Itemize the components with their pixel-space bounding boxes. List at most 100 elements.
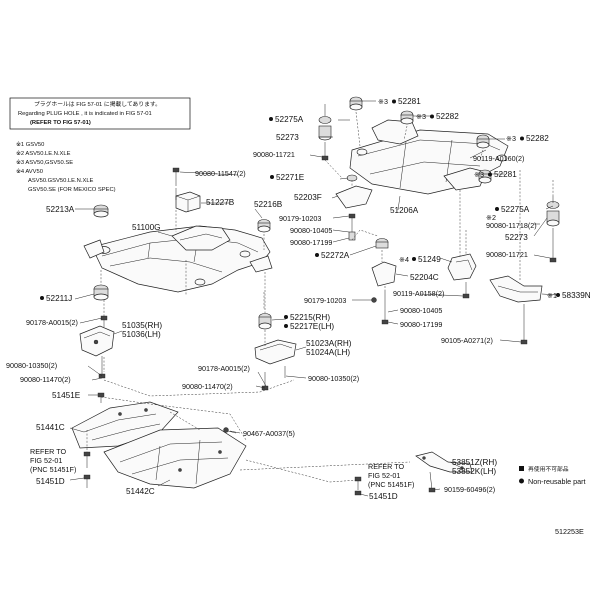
label-90080-11721-right[interactable]: 90080-11721 [486, 250, 528, 259]
label-51036[interactable]: 51036(LH) [122, 330, 161, 339]
nonreuse-dot [284, 324, 288, 328]
label-52273-right[interactable]: 52273 [505, 233, 528, 242]
label-90080-10405-b[interactable]: 90080-10405 [400, 306, 442, 315]
label-90178-a0015-right[interactable]: 90178-A0015(2) [198, 364, 250, 373]
label-52204c[interactable]: 52204C [410, 273, 439, 282]
label-52275a-left[interactable]: 52275A [275, 115, 304, 124]
under-cover-51441c [71, 401, 179, 449]
label-90179-10203-b[interactable]: 90179-10203 [304, 296, 346, 305]
refer-left-2: FIG 52-01 [30, 456, 62, 465]
variant-3: ※3 ASV50,GSV50.SE [16, 159, 73, 166]
label-90178-a0015-left[interactable]: 90178-A0015(2) [26, 318, 78, 327]
label-90080-11470-left[interactable]: 90080-11470(2) [20, 375, 71, 384]
rear-cushions-top [318, 96, 414, 161]
label-leaders [69, 100, 561, 497]
label-51227b[interactable]: 51227B [206, 198, 235, 207]
nonreuse-dot [556, 293, 560, 297]
label-90080-10350-right[interactable]: 90080-10350(2) [308, 374, 359, 383]
label-51451d-left[interactable]: 51451D [36, 477, 65, 486]
label-52217e[interactable]: 52217E(LH) [290, 322, 334, 331]
label-52203f[interactable]: 52203F [294, 193, 322, 202]
label-58339n[interactable]: 58339N [562, 291, 591, 300]
label-90080-10350-left[interactable]: 90080-10350(2) [6, 361, 57, 370]
label-52213a[interactable]: 52213A [46, 205, 75, 214]
dashed-leaders [86, 111, 554, 483]
label-51249[interactable]: 51249 [418, 255, 441, 264]
clip-right-group [354, 476, 362, 496]
label-52275a-right[interactable]: 52275A [501, 205, 530, 214]
block-51249 [447, 253, 477, 299]
label-90179-10203-a[interactable]: 90179-10203 [279, 214, 321, 223]
nonreuse-dot [520, 136, 524, 141]
label-51206a[interactable]: 51206A [390, 206, 419, 215]
label-51100g[interactable]: 51100G [132, 223, 161, 232]
label-52273-left[interactable]: 52273 [276, 133, 299, 142]
label-51024a[interactable]: 51024A(LH) [306, 348, 350, 357]
note-refer: (REFER TO FIG 57-01) [30, 120, 91, 126]
label-90119-a0158[interactable]: 90119-A0158(2) [393, 289, 444, 298]
under-cover-51442c [103, 427, 247, 489]
label-52211j[interactable]: 52211J [46, 294, 72, 303]
label-90080-11547[interactable]: 90080-11547(2) [195, 169, 246, 178]
rear-crossmember-drawing [349, 119, 509, 195]
cushion-52216b [257, 219, 271, 250]
nonreuse-dot [40, 296, 44, 300]
cushion-52215 [258, 272, 272, 330]
refer-right-2: FIG 52-01 [368, 471, 400, 480]
label-90080-10405-a[interactable]: 90080-10405 [290, 226, 332, 235]
label-90080-11470-right[interactable]: 90080-11470(2) [182, 382, 233, 391]
label-51451d-right[interactable]: 51451D [369, 492, 398, 501]
bracket-51023a [254, 339, 297, 391]
nonreuse-dot [412, 257, 416, 261]
label-90467-a0037[interactable]: 90467-A0037(5) [243, 429, 295, 438]
label-51442c[interactable]: 51442C [126, 487, 155, 496]
label-90159-60496[interactable]: 90159-60496(2) [444, 485, 495, 494]
label-52282-top[interactable]: 52282 [436, 112, 459, 121]
rear-cushion-52204c [371, 238, 397, 325]
mark3-c: ※3 [506, 134, 516, 143]
label-52282-right[interactable]: 52282 [526, 134, 549, 143]
label-52216b[interactable]: 52216B [254, 200, 283, 209]
label-90080-11721-left[interactable]: 90080-11721 [253, 150, 295, 159]
label-51441c[interactable]: 51441C [36, 423, 65, 432]
front-subframe-drawing [83, 225, 273, 293]
variant-4-line2: ASV50.GSV50.LE.N.XLE [28, 178, 94, 184]
clip-90467 [223, 427, 237, 434]
plug-hole-note: プラグホールは FIG 57-01 に掲載してあります。 Regarding P… [9, 97, 191, 130]
label-53852k[interactable]: 53852K(LH) [452, 467, 496, 476]
mark1: ※1 [547, 291, 557, 300]
bracket-53851z [415, 451, 473, 493]
mark3-a: ※3 [378, 97, 388, 106]
label-52281-right[interactable]: 52281 [494, 170, 517, 179]
label-51035[interactable]: 51035(RH) [122, 321, 162, 330]
variant-4: ※4 AVV50 [16, 168, 43, 175]
legend: 再使用不可部品 Non-reusable part [519, 465, 586, 486]
legend-jp: 再使用不可部品 [528, 465, 569, 473]
rear-cushion-52203f [335, 174, 373, 241]
label-90080-17199-b[interactable]: 90080-17199 [400, 320, 442, 329]
label-90119-a0160[interactable]: 90119-A0160(2) [473, 154, 524, 163]
mark3-d: ※3 [474, 170, 484, 179]
label-52215[interactable]: 52215(RH) [290, 313, 330, 322]
legend-square-icon [519, 466, 524, 471]
nonreuse-dot [315, 253, 319, 257]
note-en: Regarding PLUG HOLE , it is indicated in… [18, 111, 152, 117]
label-51023a[interactable]: 51023A(RH) [306, 339, 352, 348]
label-90080-11718[interactable]: 90080-11718(2) [486, 221, 537, 230]
nonreuse-dot [270, 175, 274, 179]
rear-cushions-right [476, 134, 560, 263]
label-90080-17199-a[interactable]: 90080-17199 [290, 238, 332, 247]
label-52271e[interactable]: 52271E [276, 173, 305, 182]
variant-4-line3: GSV50.SE (FOR MEXICO SPEC) [28, 187, 116, 193]
refer-left-1: REFER TO [30, 447, 66, 456]
nonreuse-dot [430, 114, 434, 119]
nonreuse-dot [392, 99, 396, 104]
label-52272a[interactable]: 52272A [321, 251, 350, 260]
label-90105-a0271[interactable]: 90105-A0271(2) [441, 336, 493, 345]
label-51451e[interactable]: 51451E [52, 391, 81, 400]
label-53851z[interactable]: 53851Z(RH) [452, 458, 497, 467]
cushion-52213a [93, 204, 109, 218]
label-52281-top[interactable]: 52281 [398, 97, 421, 106]
